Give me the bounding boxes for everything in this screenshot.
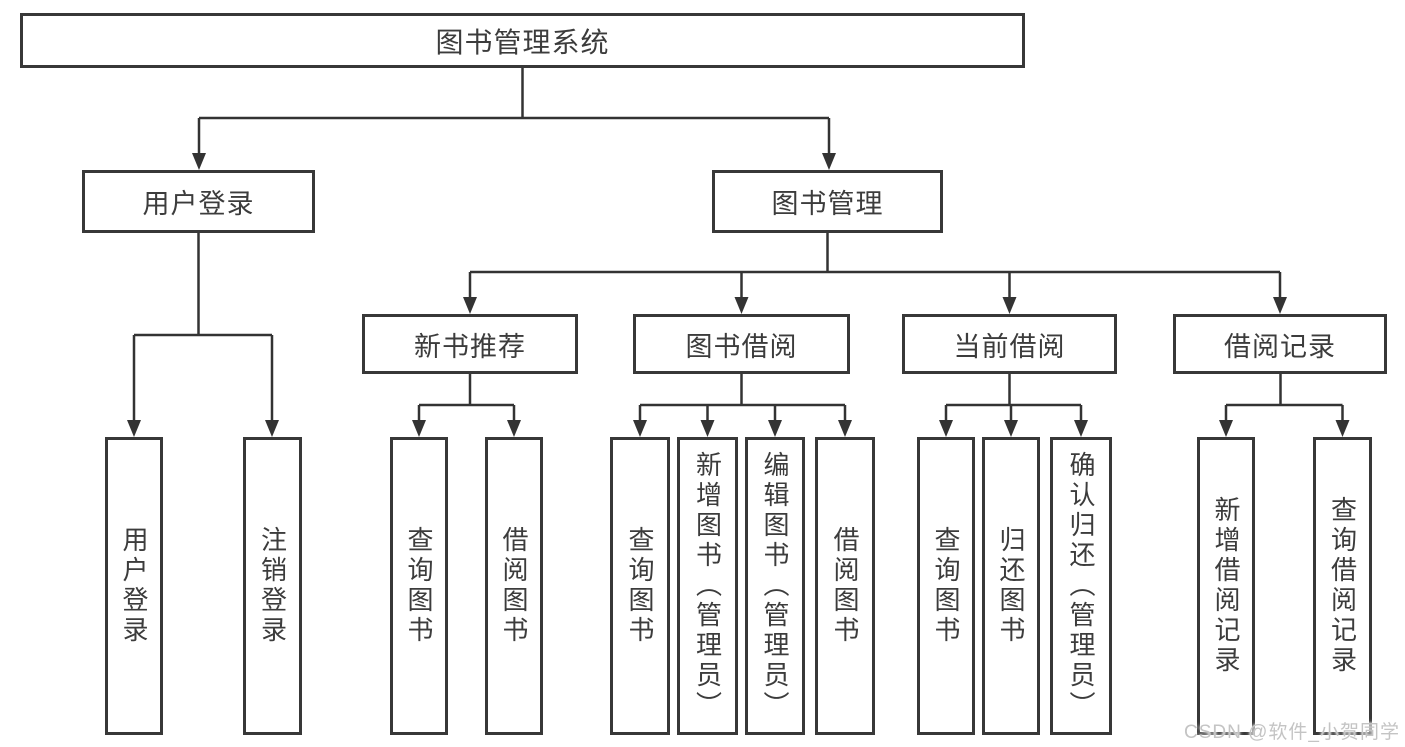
node-root-library-system: 图书管理系统: [20, 13, 1025, 68]
node-label: 编辑图书（管理员）: [760, 451, 790, 721]
node-book-management: 图书管理: [712, 170, 943, 233]
leaf-query-books-borrowing: 查询图书: [610, 437, 670, 735]
node-label: 查询图书: [625, 526, 655, 646]
node-label: 查询借阅记录: [1327, 496, 1358, 676]
csdn-watermark: CSDN @软件_小贺同学: [1184, 722, 1400, 743]
node-borrowing-records: 借阅记录: [1173, 314, 1387, 374]
leaf-borrow-books-recommend: 借阅图书: [485, 437, 543, 735]
node-label: 新增借阅记录: [1211, 496, 1241, 676]
node-label: 确认归还（管理员）: [1066, 451, 1096, 721]
node-label: 新增图书（管理员）: [692, 451, 723, 721]
leaf-query-books-recommend: 查询图书: [390, 437, 448, 735]
node-label: 注销登录: [257, 526, 288, 646]
node-label: 查询图书: [404, 526, 434, 646]
node-current-borrowing: 当前借阅: [902, 314, 1117, 374]
node-label: 借阅图书: [830, 526, 860, 646]
leaf-add-borrow-record: 新增借阅记录: [1197, 437, 1255, 735]
node-label: 用户登录: [119, 526, 149, 646]
node-label: 归还图书: [996, 526, 1026, 646]
leaf-add-book-admin: 新增图书（管理员）: [677, 437, 738, 735]
node-new-book-recommendation: 新书推荐: [362, 314, 578, 374]
leaf-logout: 注销登录: [243, 437, 302, 735]
leaf-return-book: 归还图书: [982, 437, 1040, 735]
leaf-confirm-return-admin: 确认归还（管理员）: [1050, 437, 1112, 735]
leaf-user-login: 用户登录: [105, 437, 163, 735]
node-label: 借阅图书: [499, 526, 529, 646]
leaf-query-books-current: 查询图书: [917, 437, 975, 735]
node-book-borrowing: 图书借阅: [633, 314, 850, 374]
leaf-edit-book-admin: 编辑图书（管理员）: [745, 437, 805, 735]
leaf-borrow-books-borrowing: 借阅图书: [815, 437, 875, 735]
leaf-query-borrow-record: 查询借阅记录: [1313, 437, 1372, 735]
node-user-login: 用户登录: [82, 170, 315, 233]
node-label: 查询图书: [931, 526, 961, 646]
